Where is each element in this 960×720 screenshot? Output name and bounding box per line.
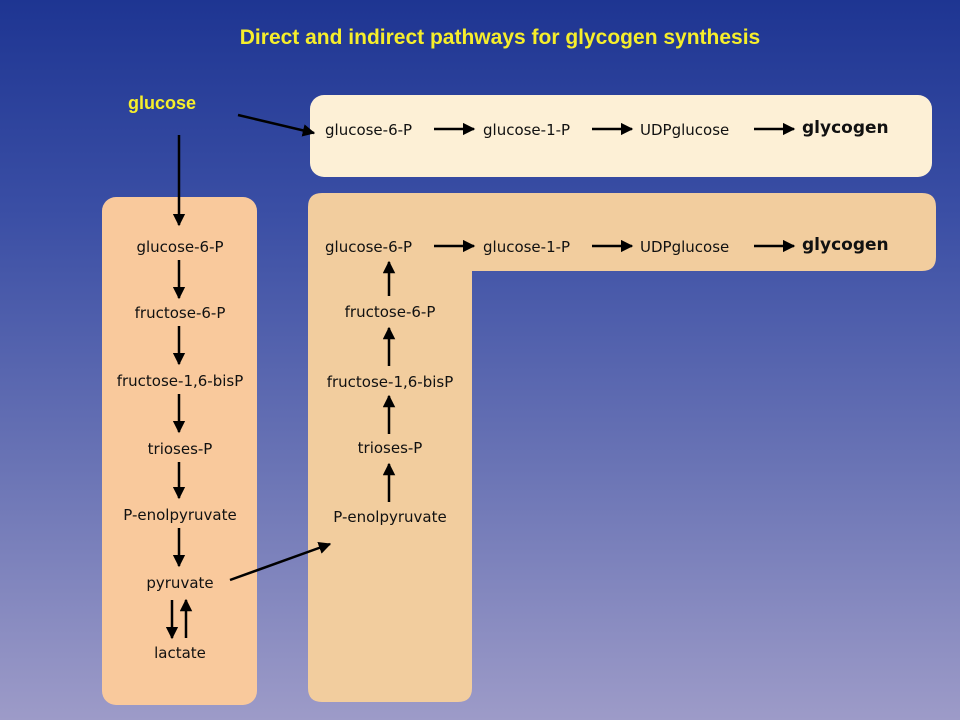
indirect-glucose-1-p: glucose-1-P (483, 238, 571, 256)
gluconeo-fructose-6-p: fructose-6-P (344, 303, 436, 321)
gluconeo-trioses-p: trioses-P (357, 439, 423, 457)
glycolysis-lactate: lactate (154, 644, 206, 662)
direct-glucose-1-p: glucose-1-P (483, 121, 571, 139)
glycolysis-fructose-bisp: fructose-1,6-bisP (116, 372, 244, 390)
direct-glucose-6-p: glucose-6-P (325, 121, 413, 139)
indirect-glycogen: glycogen (802, 235, 889, 255)
glucose-start-label: glucose (128, 93, 197, 113)
gluconeo-p-enolpyruvate: P-enolpyruvate (333, 508, 447, 526)
glycolysis-p-enolpyruvate: P-enolpyruvate (123, 506, 237, 524)
page-title: Direct and indirect pathways for glycoge… (239, 26, 761, 49)
direct-glycogen: glycogen (802, 118, 889, 138)
glycolysis-fructose-6-p: fructose-6-P (134, 304, 226, 322)
direct-udpglucose: UDPglucose (640, 121, 730, 139)
gluconeo-fructose-bisp: fructose-1,6-bisP (326, 373, 454, 391)
indirect-glucose-6-p: glucose-6-P (325, 238, 413, 256)
glycolysis-pyruvate: pyruvate (146, 574, 214, 592)
glycolysis-trioses-p: trioses-P (147, 440, 213, 458)
glycolysis-glucose-6-p: glucose-6-P (136, 238, 224, 256)
indirect-udpglucose: UDPglucose (640, 238, 730, 256)
